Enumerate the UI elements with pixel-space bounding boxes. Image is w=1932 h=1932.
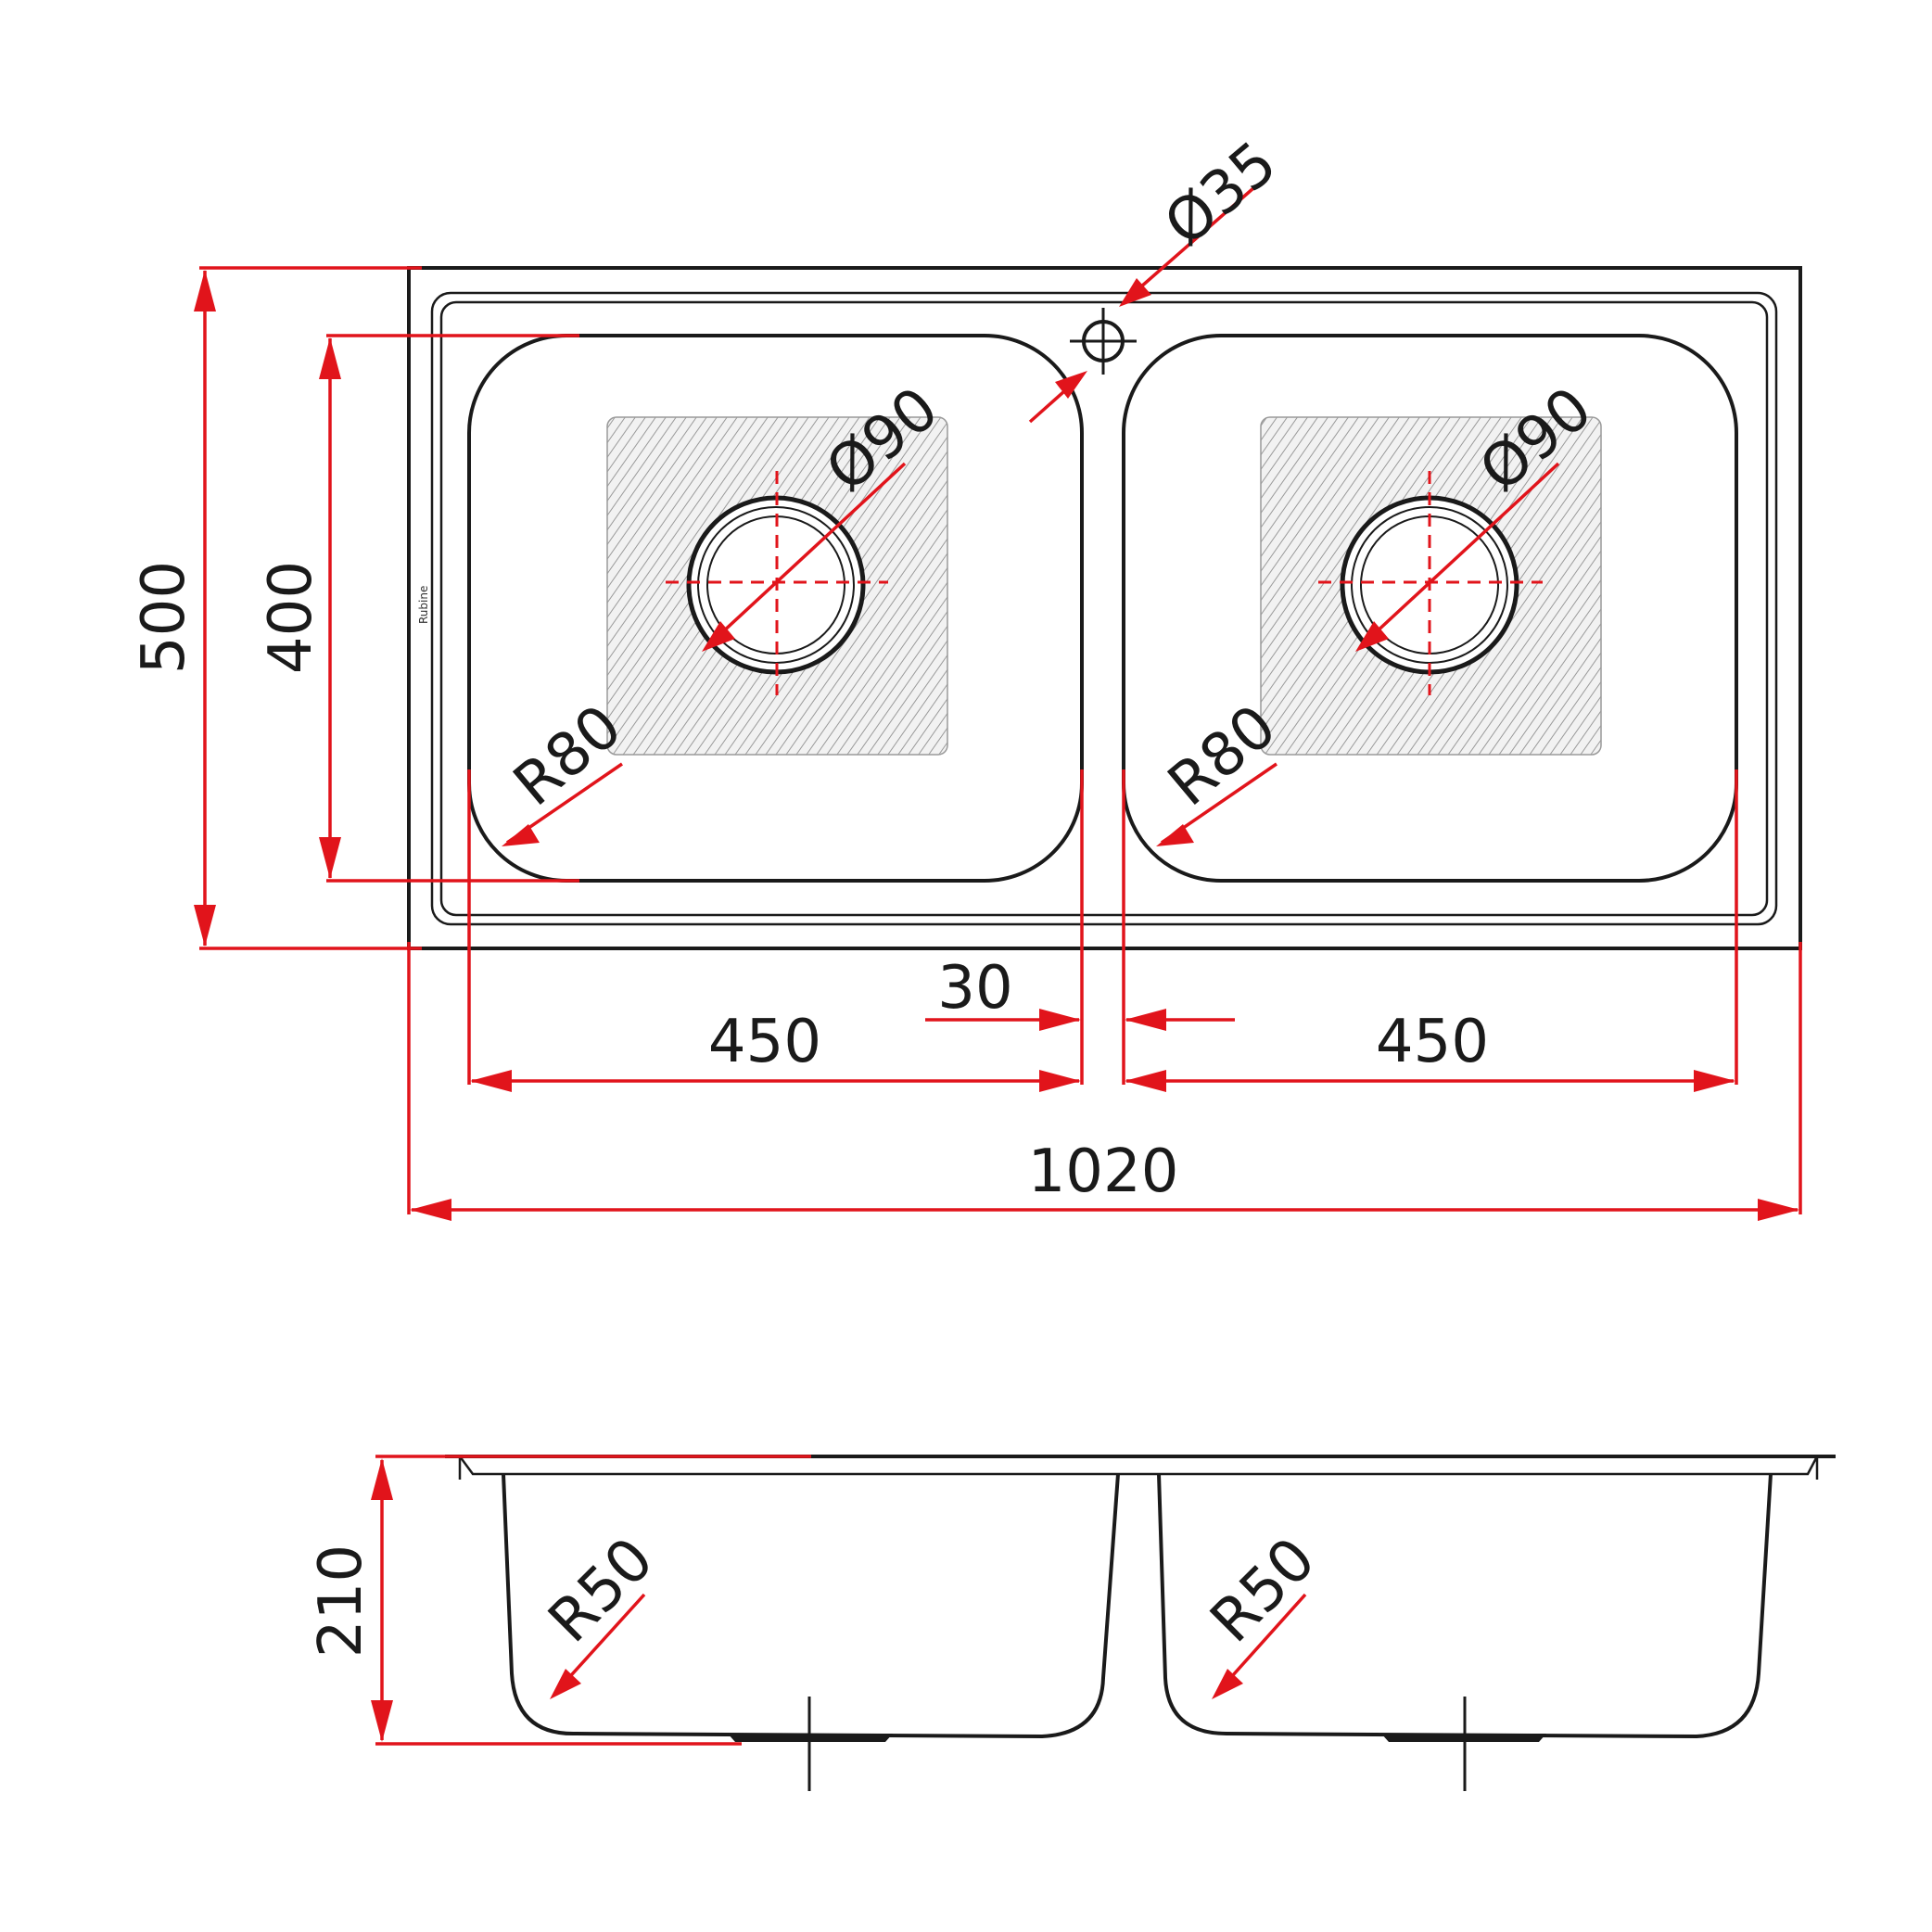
dim-bowl-height: 400 (257, 561, 325, 674)
right-bowl (1122, 334, 1738, 883)
side-flange-left (445, 1455, 1819, 1480)
dim-right-bottom-radius: R50 (1198, 1525, 1328, 1656)
sink-rim-outer (430, 291, 1778, 926)
side-view (445, 1455, 1836, 1791)
tap-hole (1070, 308, 1137, 375)
sink-outer-frame (407, 266, 1802, 950)
dim-left-bowl-width: 450 (708, 1008, 821, 1076)
dim-depth: 210 (307, 1544, 375, 1658)
side-view-dimensions: 210 R50 R50 (307, 1455, 1328, 1746)
dim-tap-hole: Ø35 (1152, 129, 1290, 260)
sink-rim-inner (439, 300, 1769, 917)
dim-overall-width: 1020 (1028, 1138, 1179, 1206)
dim-left-bottom-radius: R50 (536, 1525, 667, 1656)
dim-divider-width: 30 (937, 954, 1012, 1023)
left-bowl (467, 334, 1084, 883)
dim-overall-height: 500 (130, 561, 198, 674)
top-view: Rubine (407, 266, 1802, 950)
brand-logo: Rubine (417, 586, 430, 624)
dim-right-bowl-width: 450 (1376, 1008, 1489, 1076)
